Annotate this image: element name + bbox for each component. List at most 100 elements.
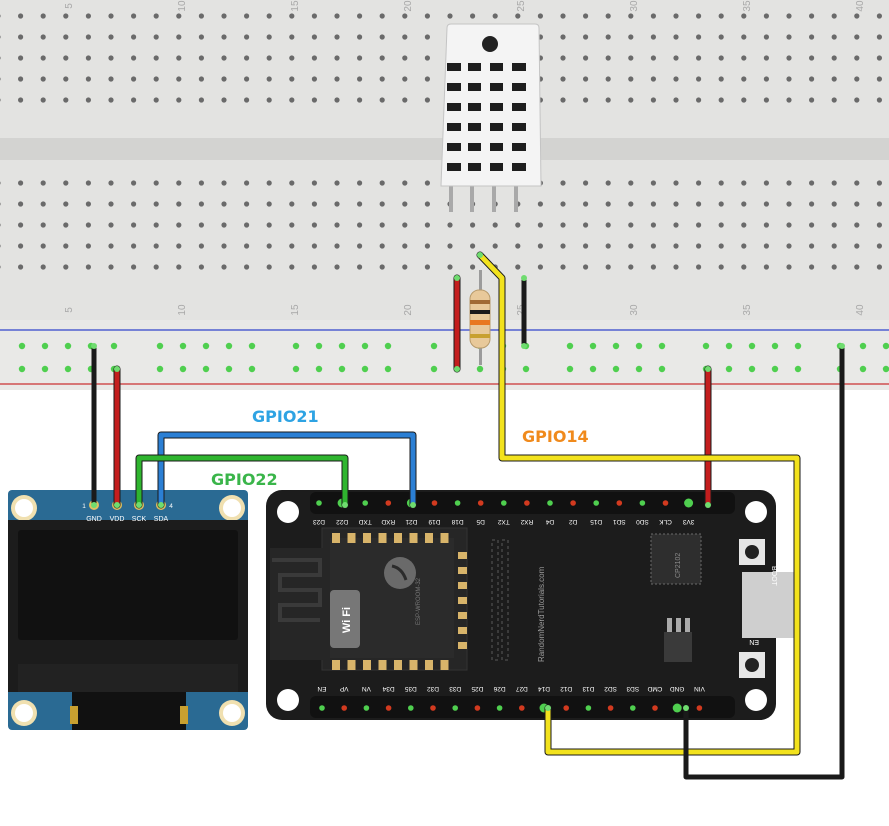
breadboard-hole (266, 34, 272, 40)
breadboard-hole (718, 76, 724, 82)
breadboard-hole (605, 13, 611, 19)
breadboard-hole (289, 201, 295, 207)
breadboard-hole (786, 55, 792, 61)
breadboard-hole (696, 222, 702, 228)
column-number: 30 (629, 304, 640, 316)
breadboard-hole (741, 34, 747, 40)
esp32-pin-label: D19 (428, 518, 440, 525)
esp32-pin (319, 705, 325, 711)
esp32-pin-label: D27 (515, 685, 527, 692)
breadboard-hole (424, 180, 430, 186)
breadboard-hole (221, 13, 227, 19)
breadboard-hole (718, 180, 724, 186)
breadboard-hole (763, 180, 770, 186)
power-rail-hole (658, 342, 666, 350)
breadboard-hole (379, 76, 385, 82)
breadboard-hole (244, 201, 250, 207)
breadboard-hole (515, 264, 521, 270)
breadboard-hole (605, 55, 611, 61)
esp32-pin (454, 500, 461, 506)
esp32-mount-hole (745, 501, 767, 523)
breadboard-hole (831, 222, 837, 228)
breadboard-hole (650, 180, 657, 186)
esp32-pin (385, 500, 392, 506)
breadboard-hole (650, 201, 657, 207)
breadboard-hole (560, 34, 566, 40)
wire-endpoint (91, 502, 97, 508)
breadboard-hole (311, 222, 317, 228)
breadboard-hole (763, 76, 770, 82)
breadboard-hole (537, 13, 544, 19)
breadboard-hole (424, 97, 430, 103)
esp32-pin-label: D12 (560, 685, 572, 692)
breadboard-hole (176, 97, 182, 103)
module-pad (394, 660, 402, 670)
breadboard-hole (221, 76, 227, 82)
breadboard-hole (673, 243, 679, 249)
power-rail-hole (702, 342, 710, 350)
esp32-pin-label: D25 (471, 685, 483, 692)
breadboard-hole (876, 97, 883, 103)
breadboard-hole (334, 264, 340, 270)
esp32-pin (431, 500, 438, 506)
breadboard-hole (424, 13, 430, 19)
esp32-pin (363, 705, 370, 711)
breadboard-hole (786, 264, 792, 270)
sensor-grille (447, 63, 526, 171)
breadboard-hole (424, 264, 430, 270)
esp32-pin-label: D32 (427, 685, 439, 692)
breadboard-hole (854, 243, 860, 249)
breadboard-hole (334, 97, 340, 103)
power-rail-hole (225, 342, 233, 350)
breadboard-hole (696, 55, 702, 61)
wire-gpio22-core (136, 455, 348, 508)
power-rail-hole (589, 365, 597, 373)
breadboard-hole (379, 180, 385, 186)
breadboard-hole (763, 264, 770, 270)
chip-label: CP2102 (675, 553, 682, 578)
breadboard-hole (741, 201, 747, 207)
breadboard-hole (628, 97, 634, 103)
breadboard-hole (583, 13, 589, 19)
breadboard-hole (198, 13, 204, 19)
wire-gpio14-core (477, 252, 800, 755)
breadboard-hole (85, 264, 91, 270)
esp32-pin (639, 500, 646, 506)
breadboard-hole (673, 264, 679, 270)
breadboard-hole (153, 55, 159, 61)
esp32-pin (362, 500, 369, 506)
breadboard-hole (311, 180, 317, 186)
breadboard-hole (0, 181, 1, 185)
breadboard-hole (831, 201, 837, 207)
breadboard-hole (311, 201, 317, 207)
breadboard-hole (153, 222, 159, 228)
breadboard-hole (379, 13, 385, 19)
breadboard-hole (176, 76, 182, 82)
pcb-antenna (272, 558, 322, 622)
wifi-logo (330, 590, 360, 648)
power-rail-hole (748, 365, 756, 373)
power-rail-hole (635, 365, 643, 373)
power-rail-hole (384, 342, 392, 350)
label-gpio14: GPIO14 (522, 427, 589, 446)
power-rail-hole (225, 365, 233, 373)
breadboard-hole (854, 13, 860, 19)
esp32-pin (408, 705, 414, 711)
wire-endpoint (521, 275, 527, 281)
esp32-pin-label: RX2 (520, 518, 533, 525)
module-pad (440, 660, 449, 670)
breadboard-hole (0, 14, 1, 18)
breadboard-hole (718, 13, 724, 19)
breadboard-hole (131, 264, 137, 270)
module-pad (458, 612, 467, 619)
power-rail-hole (882, 365, 889, 373)
breadboard-hole (40, 76, 46, 82)
breadboard-hole (583, 201, 589, 207)
column-number: 20 (403, 304, 414, 316)
breadboard-hole (605, 264, 611, 270)
breadboard-hole (379, 222, 385, 228)
breadboard-hole (379, 201, 385, 207)
esp32-pin (430, 705, 436, 711)
breadboard-hole (854, 180, 860, 186)
